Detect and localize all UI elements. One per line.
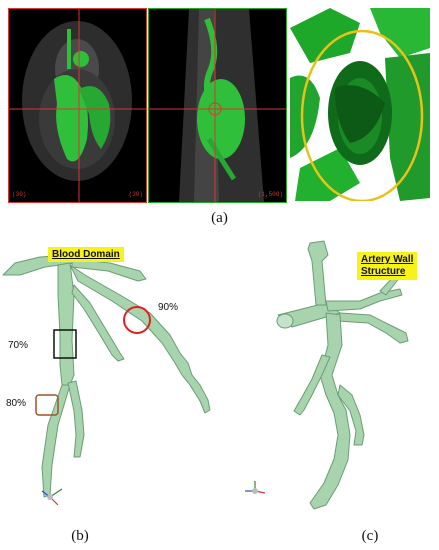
axis-triad-icon	[41, 488, 63, 506]
caption-a: (a)	[211, 210, 228, 226]
marker-box-70	[53, 329, 77, 359]
scan-sagittal-corner-br: (1,500)	[257, 191, 283, 198]
marker-label-90: 90%	[158, 302, 179, 313]
marker-label-70: 70%	[8, 340, 29, 351]
render-panel-3d	[290, 8, 430, 201]
caption-c: (c)	[361, 528, 379, 544]
render-3d-image	[290, 8, 430, 201]
artery-wall-label-line2: Structure	[361, 266, 406, 277]
caption-b: (b)	[71, 528, 89, 544]
marker-box-80	[35, 394, 59, 416]
scan-panel-sagittal: (1,500)	[148, 8, 287, 203]
blood-domain-label: Blood Domain	[48, 247, 124, 262]
scan-coronal-image	[9, 9, 146, 202]
scan-coronal-corner-bl: (30)	[12, 191, 27, 198]
marker-circle-90	[123, 306, 151, 334]
artery-wall-label: Artery Wall Structure	[357, 252, 418, 280]
artery-wall-label-line1: Artery Wall	[361, 254, 414, 265]
axis-triad-icon	[245, 481, 266, 494]
blood-domain-vessel-tree	[2, 254, 211, 506]
scan-sagittal-image	[149, 9, 286, 202]
scan-panel-coronal: (30) (30)	[8, 8, 147, 203]
artery-wall-structure	[245, 240, 409, 510]
marker-label-80: 80%	[6, 398, 27, 409]
scan-coronal-corner-br: (30)	[128, 191, 143, 198]
